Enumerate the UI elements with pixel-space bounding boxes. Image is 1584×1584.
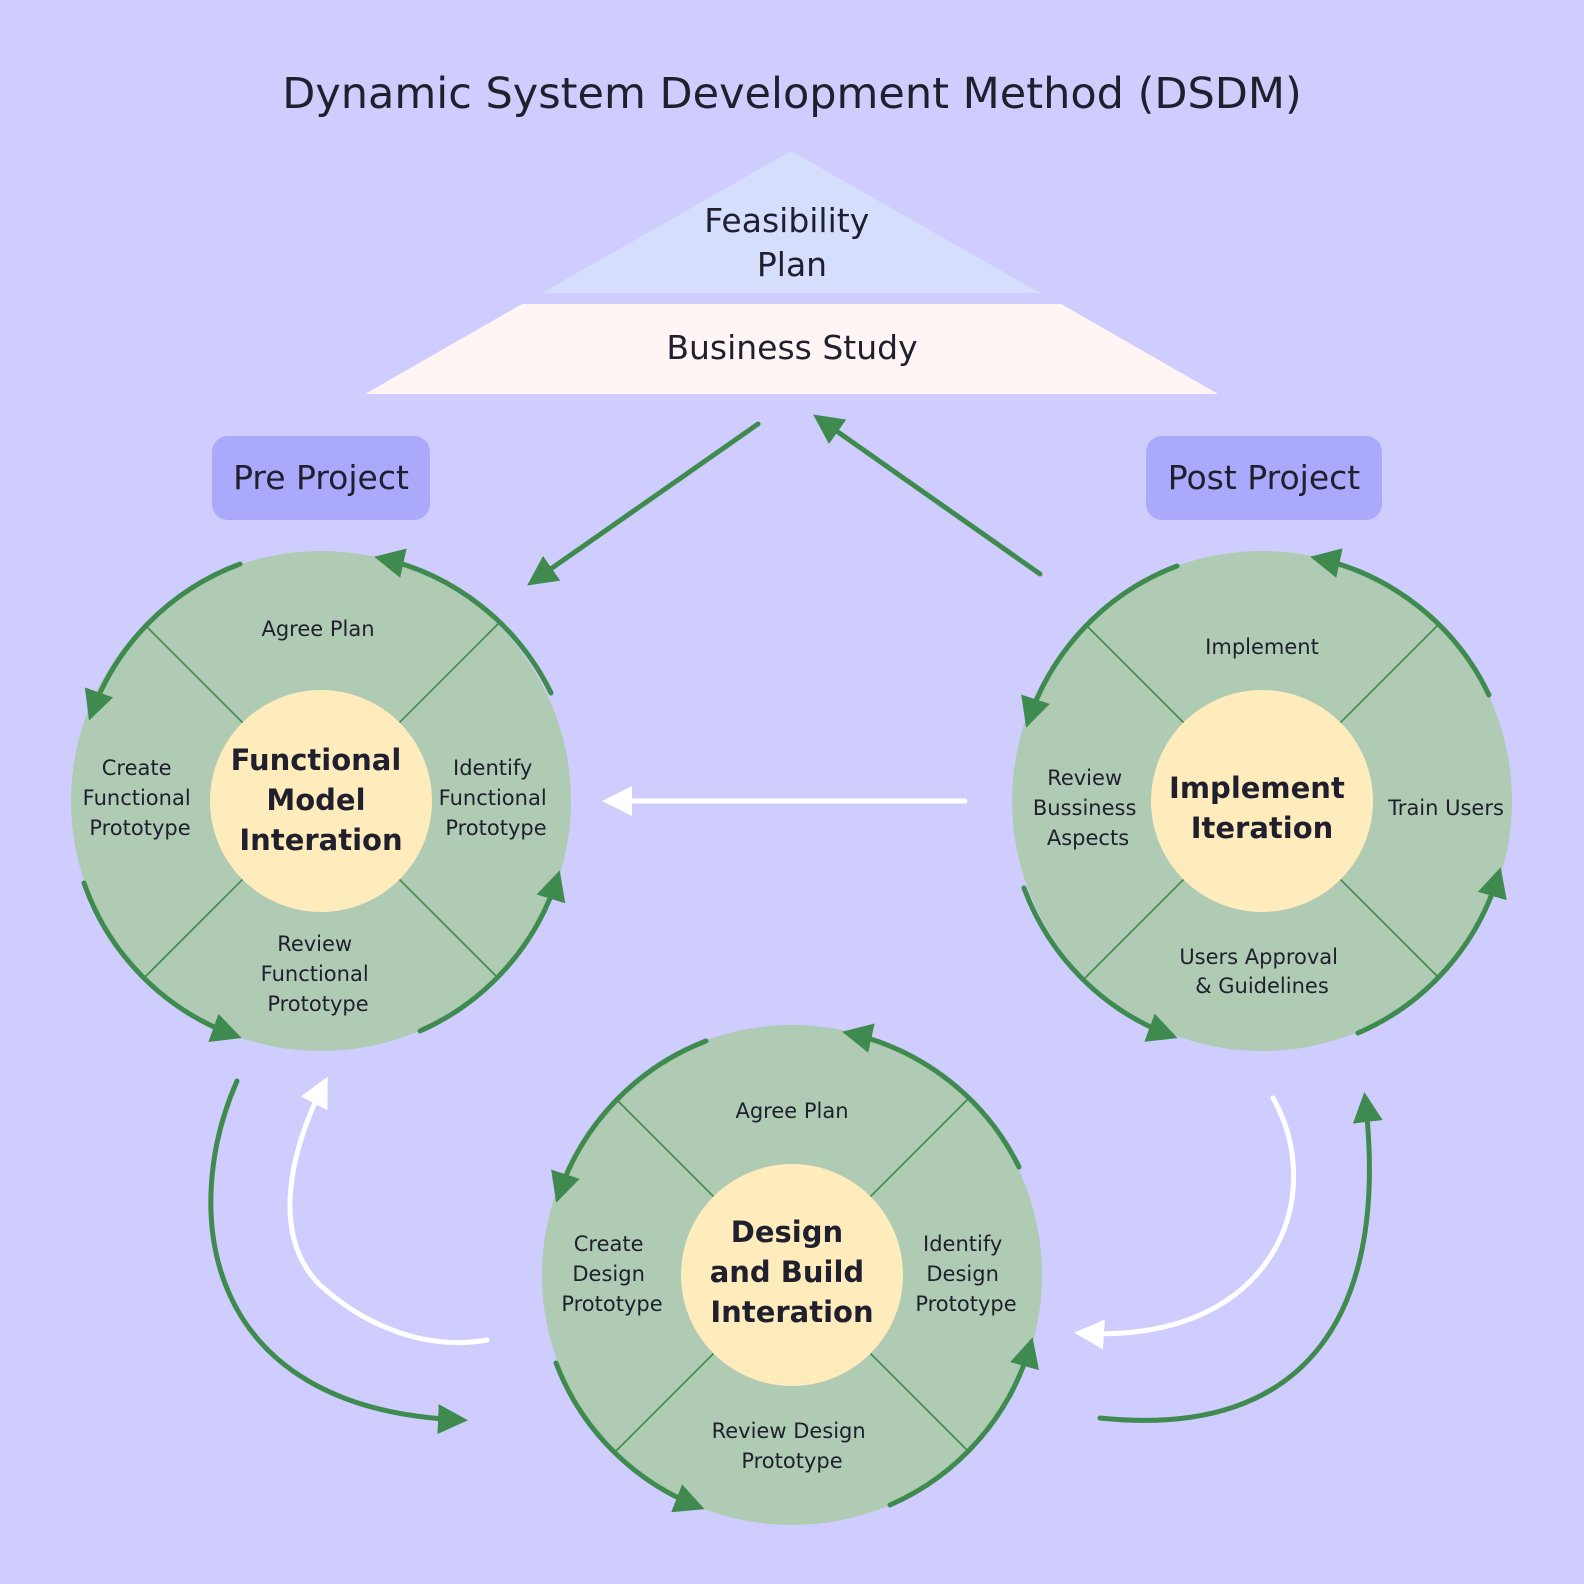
design-arc-bottom-right	[887, 1337, 1039, 1508]
design-build-cycle: Design and Build Interation Agree Plan C…	[542, 1023, 1042, 1525]
implement-arc-top-right	[1310, 548, 1492, 698]
post-project-box	[1146, 436, 1382, 520]
implement-center-label: Implement Iteration	[1169, 771, 1355, 845]
functional-arc-bottom-left	[81, 880, 242, 1043]
design-bottom-label: Review Design Prototype	[712, 1419, 873, 1473]
business-study-label: Business Study	[666, 328, 917, 367]
design-arc-top-left	[551, 1038, 709, 1203]
functional-model-cycle: Functional Model Interation Agree Plan C…	[71, 548, 571, 1051]
implement-arc-bottom-right	[1355, 867, 1507, 1036]
implement-center	[1151, 690, 1373, 912]
business-study-trapezoid	[365, 304, 1218, 394]
arrow-design-to-functional	[287, 1076, 490, 1345]
post-project-label: Post Project	[1168, 458, 1361, 497]
functional-center-label: Functional Model Interation	[231, 743, 412, 857]
arrow-implement-to-design	[1074, 1095, 1297, 1350]
design-center-label: Design and Build Interation	[710, 1215, 875, 1329]
arrow-to-functional	[527, 421, 761, 586]
functional-left-label: Create Functional Prototype	[83, 756, 198, 840]
design-right-label: Identify Design Prototype	[915, 1232, 1016, 1316]
implement-cycle: Implement Iteration Implement Review Bus…	[1012, 548, 1512, 1051]
design-center	[681, 1164, 903, 1386]
pre-project-box	[212, 436, 430, 520]
functional-arc-top-right	[374, 548, 554, 696]
implement-left-label: Review Bussiness Aspects	[1033, 766, 1143, 850]
feasibility-triangle	[542, 151, 1040, 293]
functional-bottom-label: Review Functional Prototype	[261, 932, 376, 1016]
arrow-functional-to-design	[208, 1078, 468, 1435]
implement-bottom-label: Users Approval & Guidelines	[1179, 945, 1344, 998]
feasibility-line-2: Plan	[757, 245, 827, 284]
design-arc-top-right	[842, 1023, 1022, 1170]
design-arc-bottom-left	[553, 1360, 705, 1513]
functional-arc-top-left	[84, 561, 243, 721]
implement-right-label: Train Users	[1387, 796, 1504, 820]
page-title: Dynamic System Development Method (DSDM)	[282, 69, 1302, 119]
functional-arc-bottom-right	[417, 870, 566, 1034]
pre-project-label: Pre Project	[233, 458, 409, 497]
functional-right-label: Identify Functional Prototype	[439, 756, 554, 840]
design-top-label: Agree Plan	[735, 1099, 848, 1123]
feasibility-label: Feasibility Plan	[704, 201, 879, 284]
arrow-to-business-study	[813, 414, 1043, 577]
functional-center	[210, 690, 432, 912]
implement-arc-bottom-left	[1021, 885, 1178, 1042]
functional-top-label: Agree Plan	[261, 617, 374, 641]
design-left-label: Create Design Prototype	[561, 1232, 662, 1316]
implement-top-label: Implement	[1205, 635, 1319, 659]
feasibility-line-1: Feasibility	[704, 201, 869, 240]
implement-arc-top-left	[1021, 563, 1180, 728]
arrow-design-to-implement	[1097, 1092, 1383, 1423]
